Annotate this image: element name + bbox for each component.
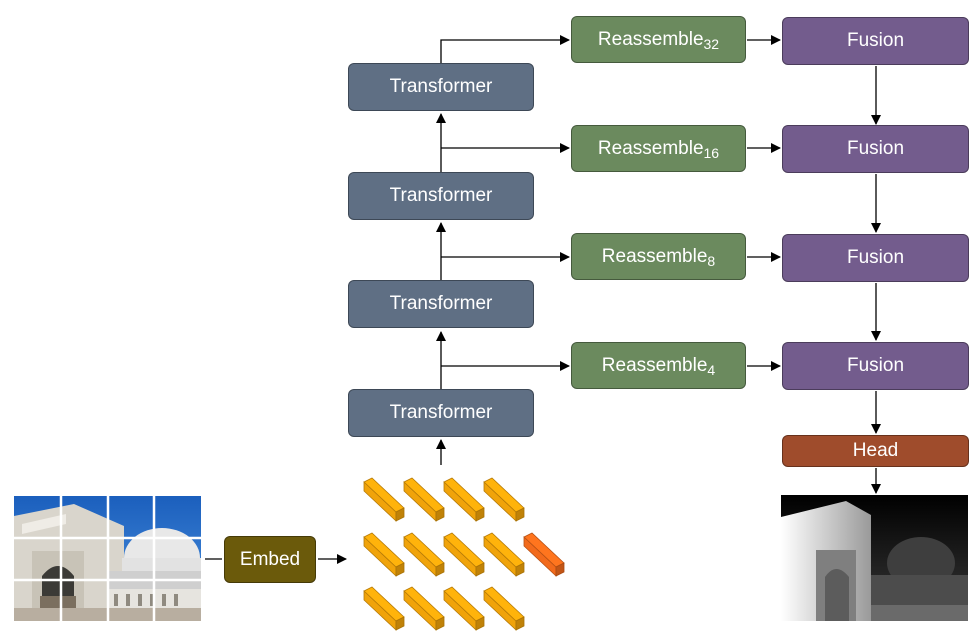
transformer-label: Transformer	[389, 185, 493, 206]
token	[443, 532, 485, 577]
fusion-label: Fusion	[846, 355, 905, 376]
token	[443, 586, 485, 631]
token	[443, 477, 485, 522]
arrow-to-reassemble-32	[440, 35, 570, 63]
fusion-block-4: Fusion	[782, 342, 969, 390]
transformer-block-4: Transformer	[348, 63, 534, 111]
reassemble-label: Reassemble32	[597, 28, 720, 52]
reassemble-8: Reassemble8	[571, 233, 746, 280]
fusion-block-3: Fusion	[782, 234, 969, 282]
reassemble-label: Reassemble8	[601, 245, 716, 269]
patch-tokens	[363, 477, 565, 631]
token	[483, 532, 525, 577]
reassemble-16: Reassemble16	[571, 125, 746, 172]
token-highlight	[523, 532, 565, 577]
transformer-block-3: Transformer	[348, 172, 534, 220]
fusion-block-1: Fusion	[782, 17, 969, 65]
fusion-label: Fusion	[846, 138, 905, 159]
input-image	[14, 496, 201, 621]
token	[363, 477, 405, 522]
head-label: Head	[852, 440, 899, 461]
embed-block: Embed	[224, 536, 316, 583]
fusion-block-2: Fusion	[782, 125, 969, 173]
reassemble-label: Reassemble16	[597, 137, 720, 161]
transformer-label: Transformer	[389, 76, 493, 97]
fusion-label: Fusion	[846, 247, 905, 268]
token	[403, 532, 445, 577]
token	[403, 477, 445, 522]
transformer-label: Transformer	[389, 293, 493, 314]
token	[483, 477, 525, 522]
token	[363, 532, 405, 577]
transformer-label: Transformer	[389, 402, 493, 423]
token	[403, 586, 445, 631]
transformer-block-1: Transformer	[348, 389, 534, 437]
output-depth-map	[781, 495, 968, 621]
token	[363, 586, 405, 631]
token	[483, 586, 525, 631]
reassemble-label: Reassemble4	[601, 354, 716, 378]
transformer-block-2: Transformer	[348, 280, 534, 328]
reassemble-4: Reassemble4	[571, 342, 746, 389]
embed-label: Embed	[239, 548, 301, 570]
fusion-label: Fusion	[846, 30, 905, 51]
reassemble-32: Reassemble32	[571, 16, 746, 63]
head-block: Head	[782, 435, 969, 467]
